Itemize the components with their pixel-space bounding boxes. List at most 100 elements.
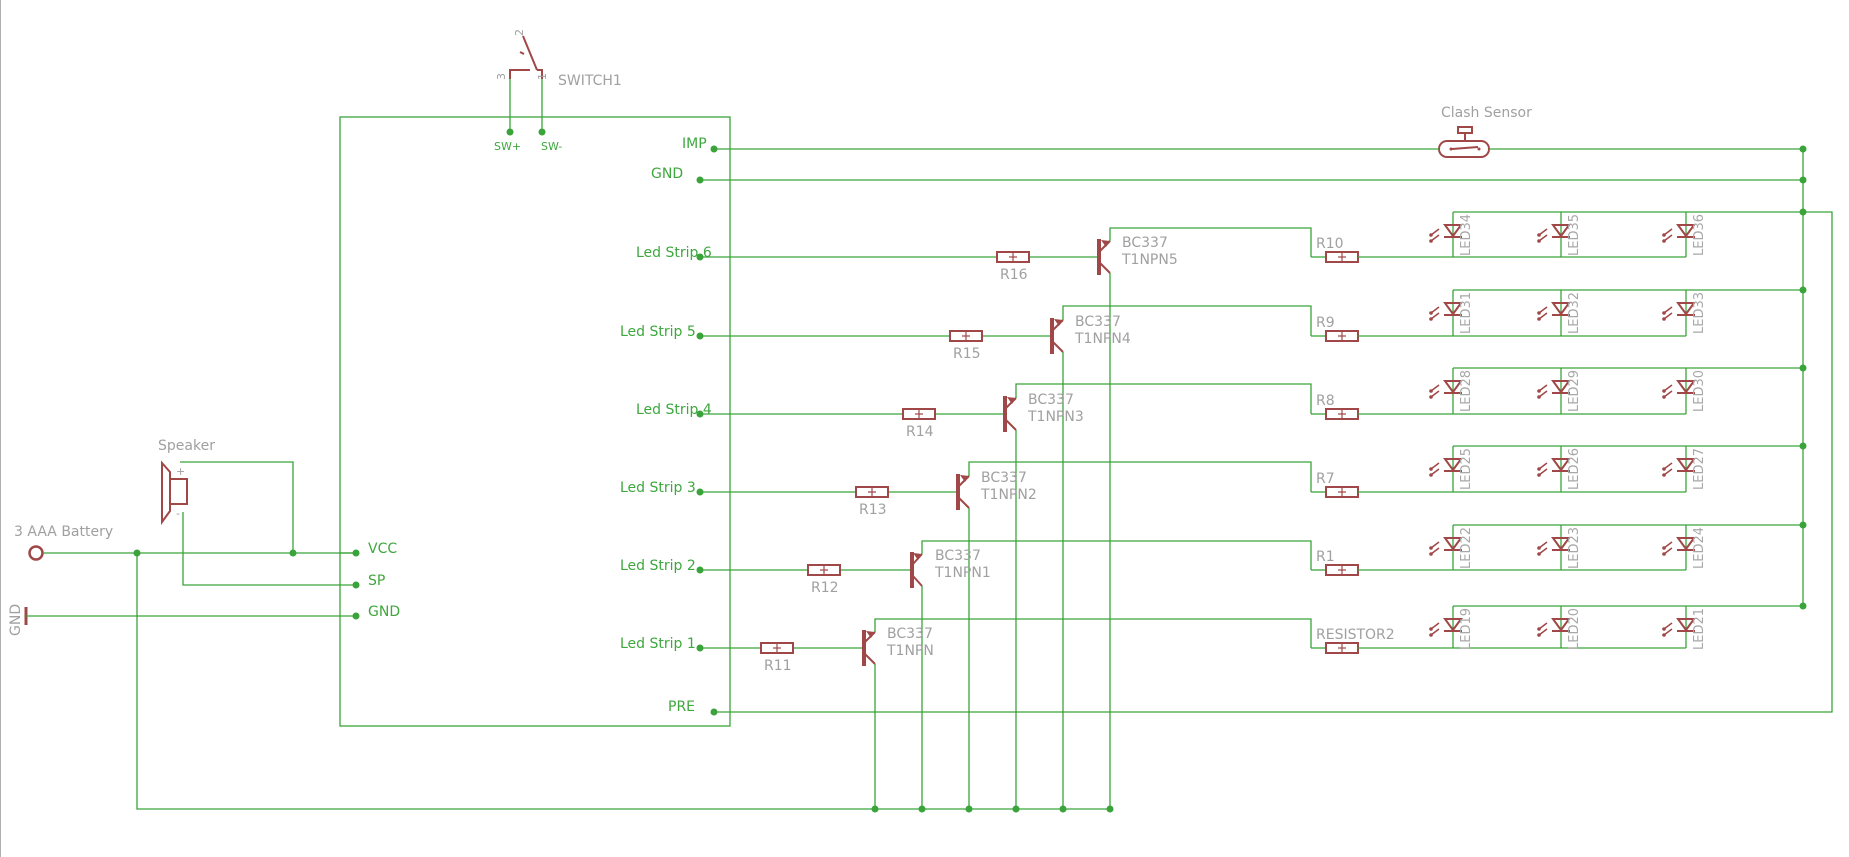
led-resistor-label: RESISTOR2 bbox=[1316, 627, 1395, 643]
battery: 3 AAA Battery bbox=[14, 524, 356, 561]
base-resistor bbox=[902, 408, 936, 420]
led-label: LED26 bbox=[1567, 448, 1582, 490]
led-led34: LED34 bbox=[1429, 212, 1474, 257]
led-label: LED24 bbox=[1692, 527, 1707, 569]
led-label: LED25 bbox=[1459, 448, 1474, 490]
led-led33: LED33 bbox=[1662, 290, 1707, 336]
led-label: LED23 bbox=[1567, 527, 1582, 569]
transistor-name: T1NPN bbox=[886, 643, 934, 659]
base-resistor-label: R12 bbox=[811, 580, 839, 596]
transistor-t1npn5 bbox=[1097, 239, 1101, 275]
board-pin-led-strip-6: Led Strip 6 bbox=[636, 245, 712, 261]
speaker-name: Speaker bbox=[158, 438, 215, 454]
pin-label-pre: PRE bbox=[668, 699, 695, 715]
transistor-name: T1NPN3 bbox=[1027, 409, 1084, 425]
base-resistor-label: R16 bbox=[1000, 267, 1028, 283]
pin-label-led-strip-1: Led Strip 1 bbox=[620, 636, 696, 652]
board-pin-led-strip-5: Led Strip 5 bbox=[620, 324, 704, 340]
transistor-name: T1NPN2 bbox=[980, 487, 1037, 503]
led-led35: LED35 bbox=[1537, 212, 1582, 257]
led-label: LED36 bbox=[1692, 214, 1707, 256]
led-label: LED34 bbox=[1459, 214, 1474, 256]
board-pin-sw-plus: SW+ bbox=[494, 128, 521, 153]
led-led24: LED24 bbox=[1662, 525, 1707, 570]
board-pin-led-strip-4: Led Strip 4 bbox=[636, 402, 712, 418]
pin-label-gnd-right: GND bbox=[651, 166, 683, 182]
board-outline bbox=[339, 116, 731, 727]
board-pin-led-strip-2: Led Strip 2 bbox=[620, 558, 704, 574]
switch1: 3 2 1 SWITCH1 bbox=[495, 29, 622, 132]
pin-label-led-strip-3: Led Strip 3 bbox=[620, 480, 696, 496]
pin-label-led-strip-6: Led Strip 6 bbox=[636, 245, 712, 261]
board-pin-imp: IMP bbox=[682, 136, 718, 153]
nets bbox=[133, 148, 1833, 810]
board-pin-led-strip-1: Led Strip 1 bbox=[620, 636, 704, 652]
battery-name: 3 AAA Battery bbox=[14, 524, 113, 540]
switch-name: SWITCH1 bbox=[558, 73, 622, 89]
pin-label-vcc: VCC bbox=[368, 541, 397, 557]
transistor-name: T1NPN1 bbox=[934, 565, 991, 581]
pin-label-led-strip-2: Led Strip 2 bbox=[620, 558, 696, 574]
led-label: LED30 bbox=[1692, 370, 1707, 412]
led-label: LED21 bbox=[1692, 608, 1707, 650]
led-label: LED32 bbox=[1567, 292, 1582, 334]
led-resistor-label: R8 bbox=[1316, 393, 1335, 409]
switch-pin-1: 1 bbox=[536, 73, 549, 80]
ground-name: GND bbox=[8, 604, 24, 636]
pin-label-led-strip-4: Led Strip 4 bbox=[636, 402, 712, 418]
board-pin-gnd-left: GND bbox=[352, 604, 400, 620]
led-led20: LED20 bbox=[1537, 606, 1582, 650]
led-resistor-label: R10 bbox=[1316, 236, 1344, 252]
led-led25: LED25 bbox=[1429, 446, 1474, 492]
led-label: LED27 bbox=[1692, 448, 1707, 490]
transistor-value: BC337 bbox=[1028, 392, 1074, 408]
board-pin-vcc: VCC bbox=[340, 541, 397, 557]
board-pin-led-strip-3: Led Strip 3 bbox=[620, 480, 704, 496]
controller-board: VCC SP GND SW+ SW- IMP GND bbox=[339, 116, 731, 727]
board-pin-sp: SP bbox=[352, 573, 385, 589]
transistor-t1npn3 bbox=[1003, 396, 1007, 432]
speaker: + - Speaker bbox=[158, 438, 356, 586]
led-led19: LED19 bbox=[1429, 606, 1474, 650]
base-resistor-label: R14 bbox=[906, 424, 934, 440]
led-led32: LED32 bbox=[1537, 290, 1582, 336]
transistor-value: BC337 bbox=[935, 548, 981, 564]
pin-label-sp: SP bbox=[368, 573, 385, 589]
clash-sensor: Clash Sensor bbox=[1438, 105, 1532, 158]
base-resistor bbox=[996, 251, 1030, 263]
led-led28: LED28 bbox=[1429, 368, 1474, 414]
led-label: LED20 bbox=[1567, 608, 1582, 650]
led-led31: LED31 bbox=[1429, 290, 1474, 336]
led-led23: LED23 bbox=[1537, 525, 1582, 570]
base-resistor-label: R11 bbox=[764, 658, 792, 674]
transistor-name: T1NPN4 bbox=[1074, 331, 1131, 347]
base-resistor bbox=[949, 330, 983, 342]
led-label: LED31 bbox=[1459, 292, 1474, 334]
led-label: LED22 bbox=[1459, 527, 1474, 569]
led-led27: LED27 bbox=[1662, 446, 1707, 492]
switch-pin-3: 3 bbox=[495, 73, 508, 80]
board-pin-sw-minus: SW- bbox=[538, 128, 562, 153]
speaker-plus: + bbox=[176, 465, 185, 478]
led-led22: LED22 bbox=[1429, 525, 1474, 570]
base-resistor bbox=[855, 486, 889, 498]
led-label: LED35 bbox=[1567, 214, 1582, 256]
pin-label-led-strip-5: Led Strip 5 bbox=[620, 324, 696, 340]
led-resistor-label: R7 bbox=[1316, 471, 1335, 487]
transistor-t1npn1 bbox=[910, 552, 914, 588]
led-label: LED29 bbox=[1567, 370, 1582, 412]
transistor-t1npn4 bbox=[1050, 318, 1054, 354]
transistor-value: BC337 bbox=[887, 626, 933, 642]
led-led21: LED21 bbox=[1662, 606, 1707, 650]
transistor-value: BC337 bbox=[1122, 235, 1168, 251]
led-label: LED28 bbox=[1459, 370, 1474, 412]
pin-label-gnd-left: GND bbox=[368, 604, 400, 620]
transistor-value: BC337 bbox=[981, 470, 1027, 486]
base-resistor bbox=[807, 564, 841, 576]
